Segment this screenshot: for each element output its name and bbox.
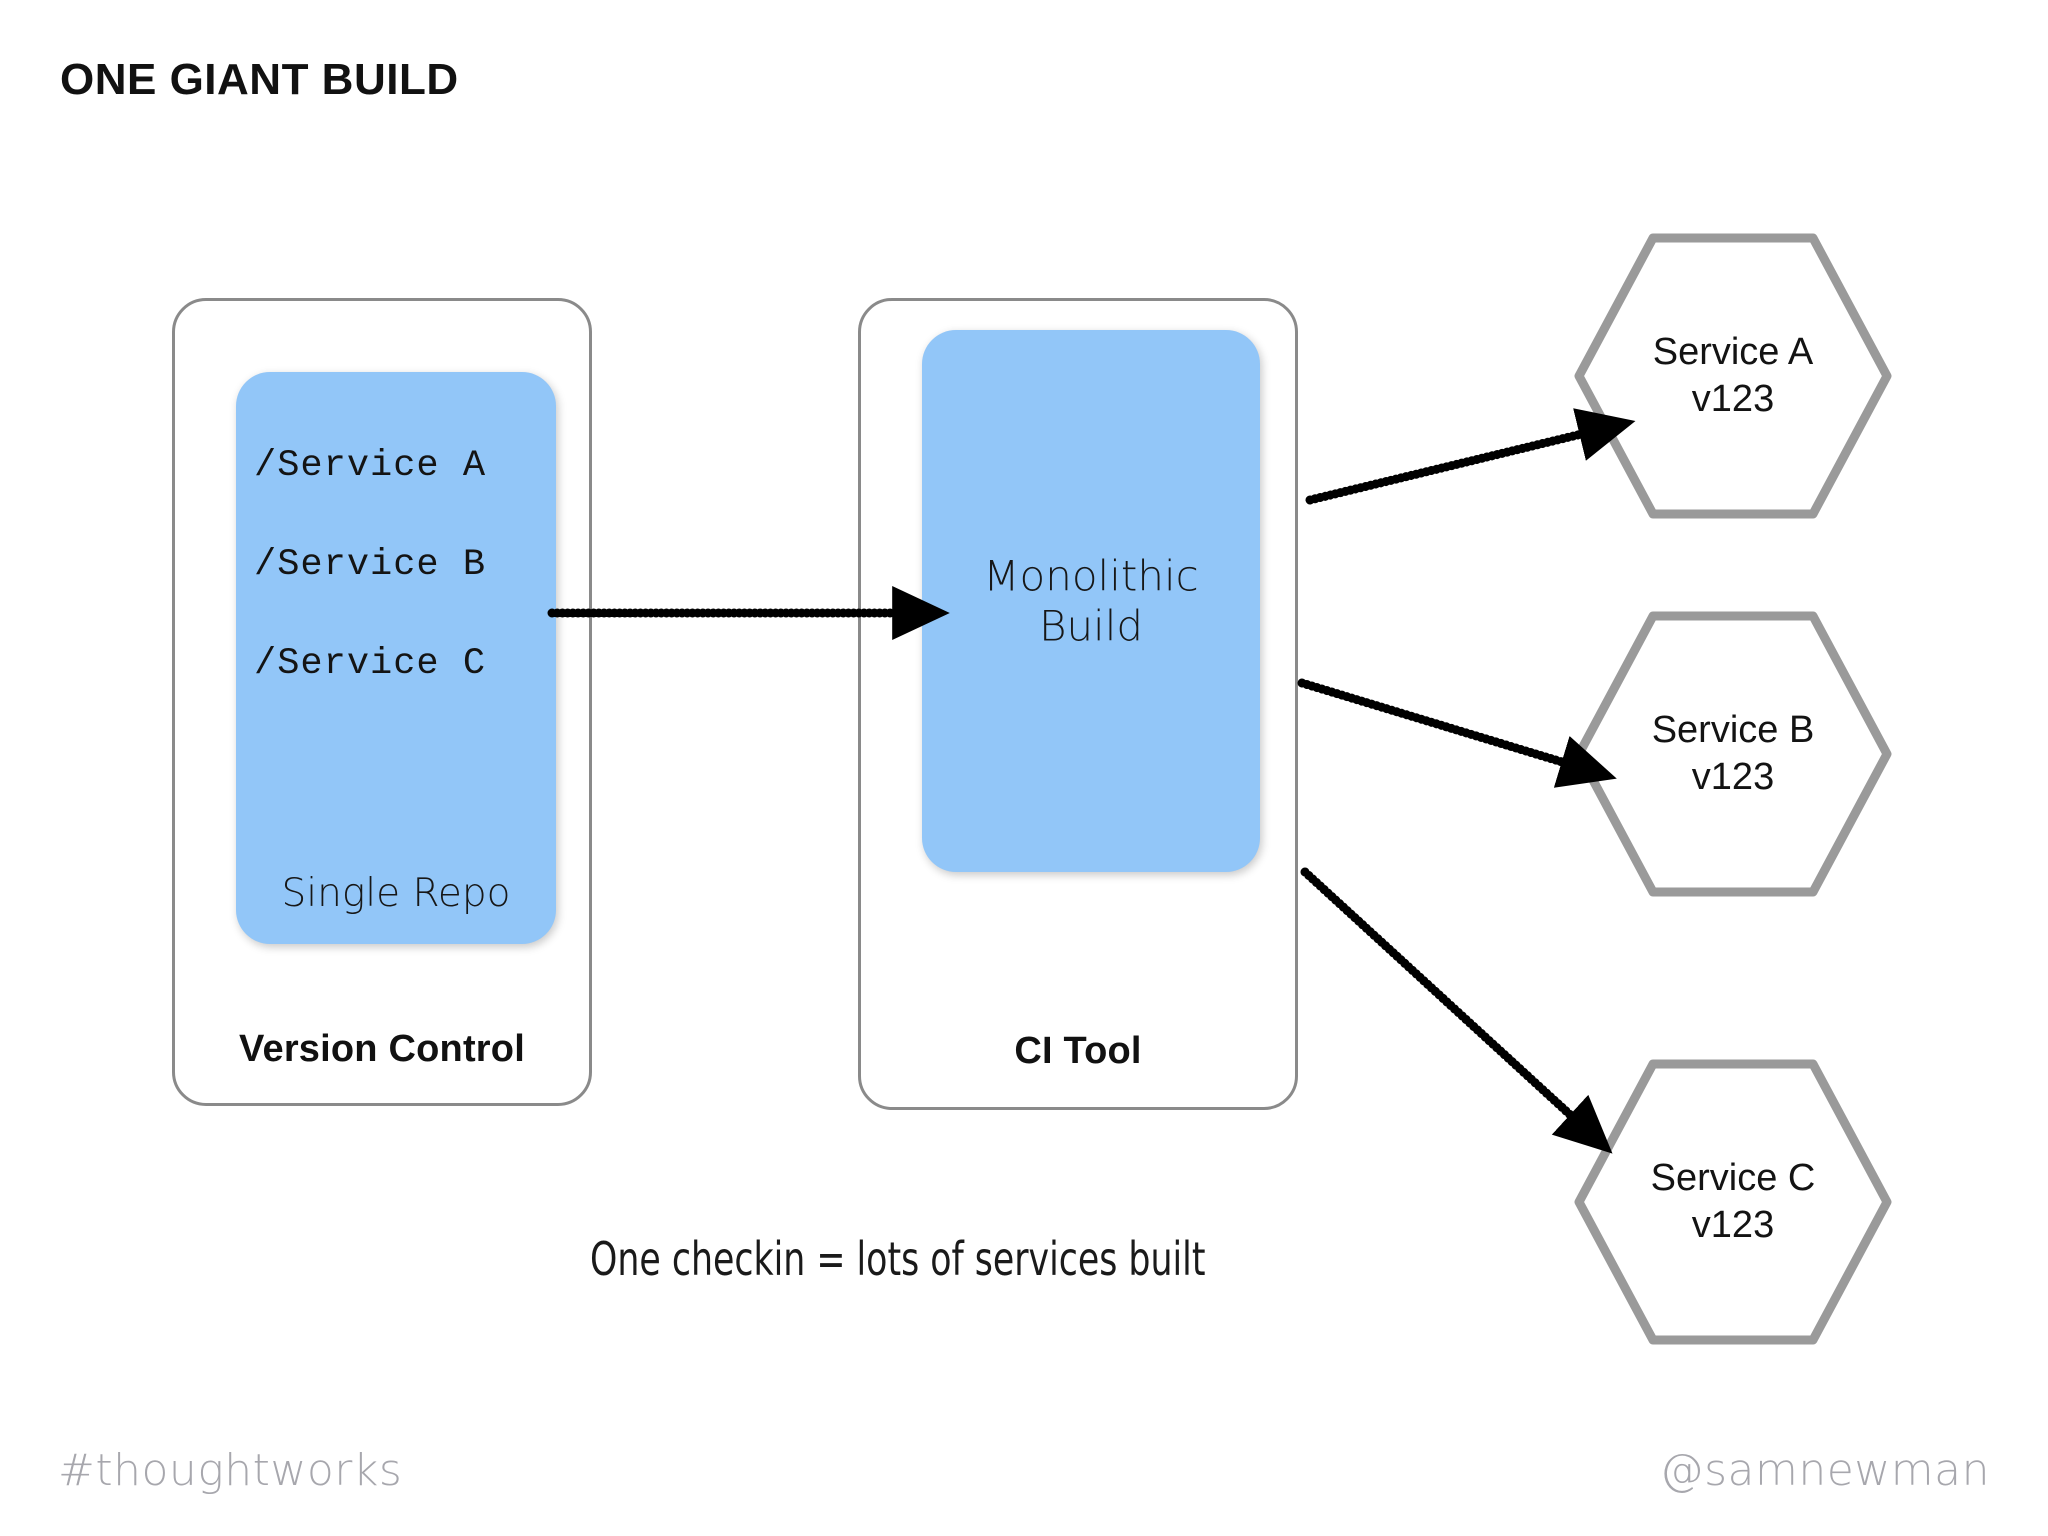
footer-hashtag: #thoughtworks <box>58 1445 403 1496</box>
service-a-name: Service A <box>1652 330 1814 373</box>
monolithic-build-text: Monolithic Build <box>922 551 1260 650</box>
repo-line-service-a: /Service A <box>254 445 487 487</box>
single-repo-card: /Service A /Service B /Service C Single … <box>236 372 556 944</box>
service-b-label: Service B v123 <box>1573 707 1893 801</box>
service-c-version: v123 <box>1691 1204 1775 1246</box>
single-repo-caption: Single Repo <box>281 871 511 916</box>
arrow-build-to-service-a <box>1305 408 1636 505</box>
page-title: ONE GIANT BUILD <box>60 55 459 104</box>
repo-line-service-b: /Service B <box>254 544 487 586</box>
repo-line-list: /Service A /Service B /Service C <box>236 448 556 745</box>
service-a-hexagon: Service A v123 <box>1573 232 1893 520</box>
hexagon-outline-icon <box>1574 233 1892 519</box>
monolithic-build-card: Monolithic Build <box>922 330 1260 872</box>
service-c-name: Service C <box>1650 1156 1816 1199</box>
service-c-label: Service C v123 <box>1573 1155 1893 1249</box>
repo-line-service-c: /Service C <box>254 643 487 685</box>
service-c-hexagon: Service C v123 <box>1573 1058 1893 1346</box>
arrow-build-to-service-b <box>1297 678 1617 788</box>
hexagon-outline-icon <box>1574 1059 1892 1345</box>
version-control-label: Version Control <box>239 1028 525 1070</box>
monolithic-build-line-1: Monolithic <box>983 551 1199 601</box>
arrow-build-to-service-c <box>1300 867 1613 1154</box>
service-b-hexagon: Service B v123 <box>1573 610 1893 898</box>
ci-tool-label: CI Tool <box>1014 1030 1142 1072</box>
footer-handle: @samnewman <box>1659 1445 1990 1496</box>
service-b-version: v123 <box>1691 756 1775 798</box>
service-b-name: Service B <box>1651 708 1815 751</box>
summary-caption: One checkin = lots of services built <box>590 1232 1206 1286</box>
service-a-version: v123 <box>1691 378 1775 420</box>
service-a-label: Service A v123 <box>1573 329 1893 423</box>
monolithic-build-line-2: Build <box>1038 601 1144 650</box>
